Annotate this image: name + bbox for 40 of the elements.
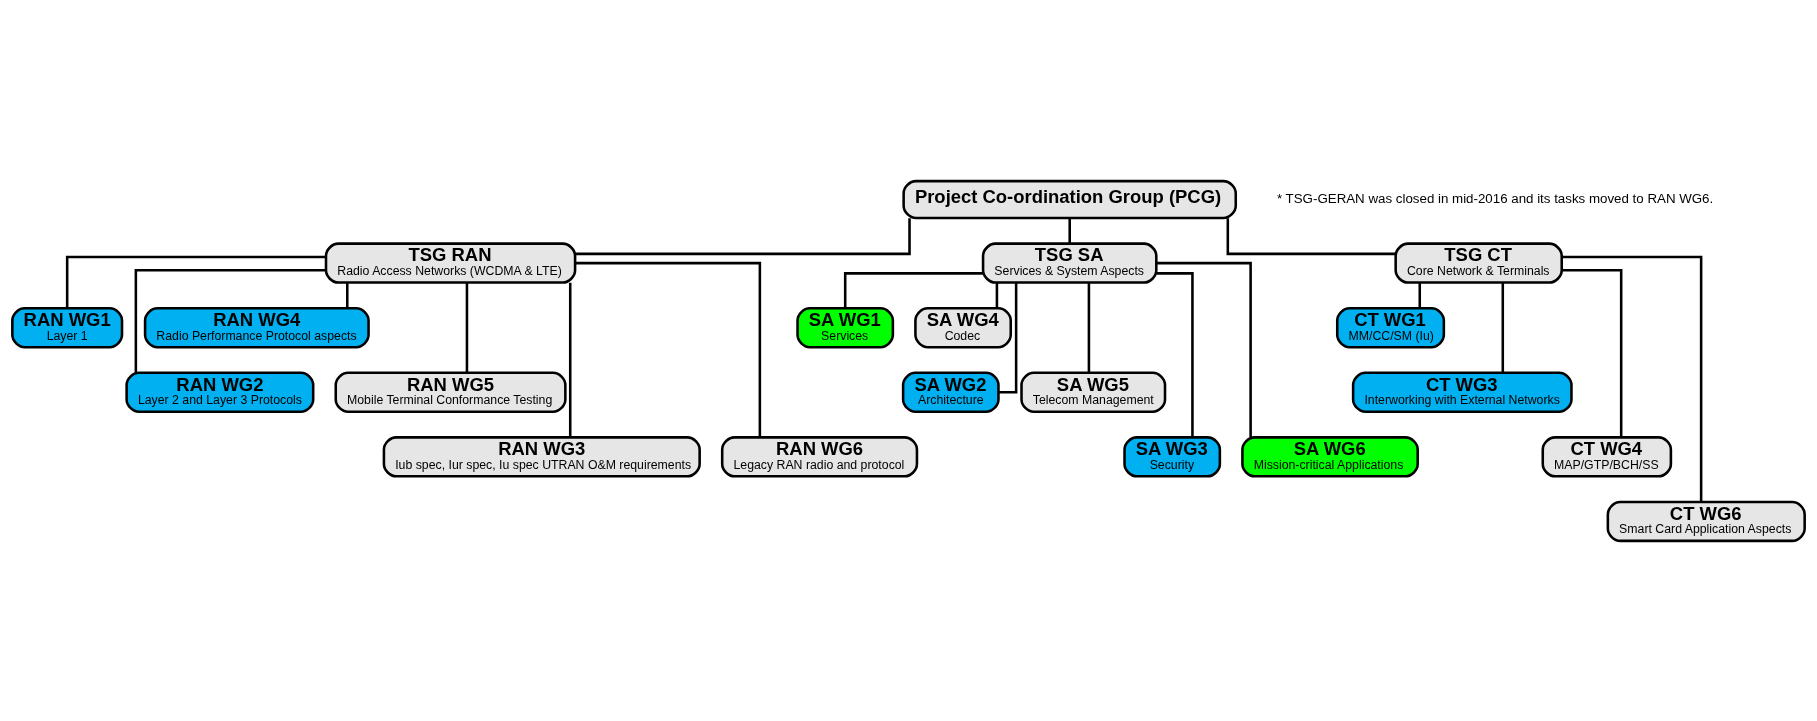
node-box: TSG SA Services & System Aspects [981, 241, 1158, 284]
node-box: SA WG6 Mission-critical Applications [1241, 435, 1419, 478]
label: * TSG-GERAN was closed in mid-2016 and its tasks moved to RAN WG6. [1276, 190, 1714, 206]
connector [575, 217, 911, 255]
connector [134, 268, 326, 373]
node-box: RAN WG2 Layer 2 and Layer 3 Protocols [125, 371, 315, 413]
node-box: Project Co-ordination Group (PCG) [902, 179, 1238, 219]
connector [995, 282, 999, 308]
connector [1418, 282, 1422, 308]
connector [1501, 282, 1505, 372]
connector [998, 282, 1018, 394]
connector [465, 282, 469, 372]
node-box: SA WG5 Telecom Management [1020, 371, 1167, 413]
connector [568, 282, 572, 437]
node-box: SA WG1 Services [796, 306, 895, 348]
node-box: SA WG2 Architecture [901, 371, 1000, 413]
node-box: CT WG4 MAP/GTP/BCH/SS [1541, 435, 1673, 478]
connector [575, 261, 762, 437]
node-box: SA WG4 Codec [914, 306, 1013, 348]
node-box: TSG CT Core Network & Terminals [1394, 241, 1563, 284]
connector [1226, 217, 1396, 255]
node-box: RAN WG4 Radio Performance Protocol aspects [143, 306, 370, 348]
node-box: RAN WG3 Iub spec, Iur spec, Iu spec UTRAN O&M requirements [382, 435, 701, 478]
node-box: CT WG1 MM/CC/SM (Iu) [1335, 306, 1446, 348]
node-box: CT WG6 Smart Card Application Aspects [1606, 500, 1806, 542]
connector [1068, 217, 1071, 243]
connector [65, 255, 326, 308]
node-box: RAN WG1 Layer 1 [11, 306, 124, 348]
connector [843, 271, 983, 308]
connector [346, 282, 349, 308]
connector [1561, 255, 1703, 502]
connector [1156, 271, 1194, 437]
node-box: SA WG3 Security [1123, 435, 1222, 478]
node-box: CT WG3 Interworking with External Networks [1351, 371, 1573, 413]
connector [1156, 261, 1252, 437]
node-box: RAN WG6 Legacy RAN radio and protocol [720, 435, 919, 478]
connector [1087, 282, 1091, 372]
node-box: RAN WG5 Mobile Terminal Conformance Testing [334, 371, 567, 413]
node-box: TSG RAN Radio Access Networks (WCDMA & LTE) [324, 241, 577, 284]
connector [1562, 268, 1623, 437]
